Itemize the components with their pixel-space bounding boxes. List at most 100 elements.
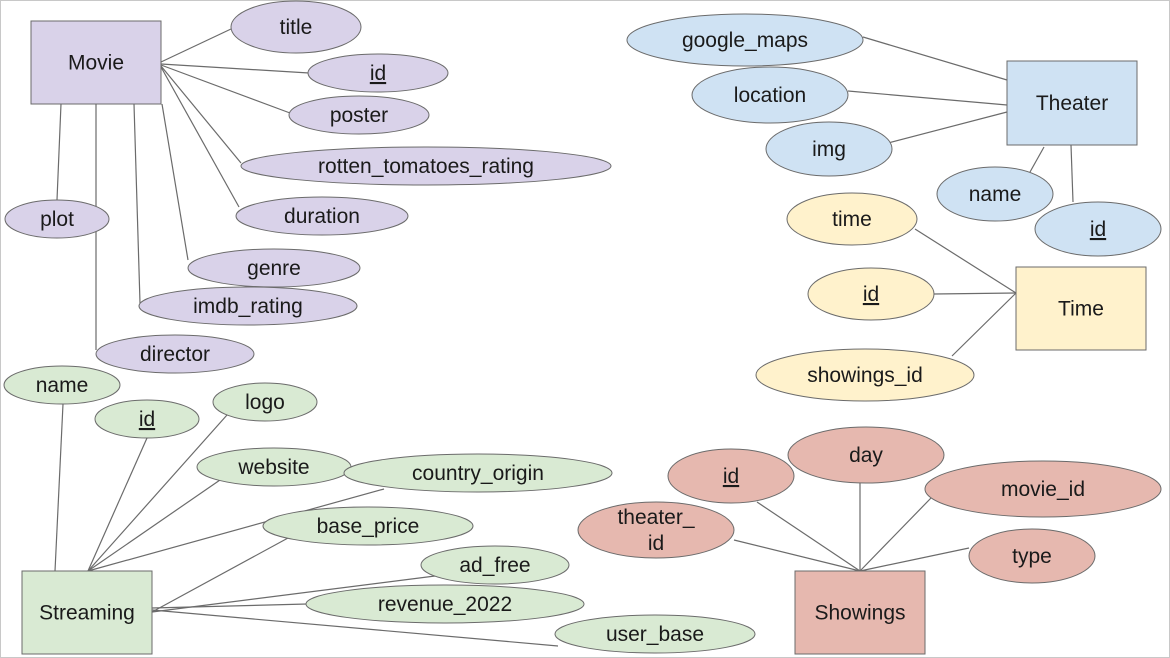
attribute-label-streaming-name: name	[36, 374, 89, 397]
edge-movie-poster	[160, 64, 291, 114]
edge-streaming-revenue-2022	[151, 603, 308, 609]
attribute-label-theater-location: location	[734, 84, 806, 107]
attribute-label-theater-google-maps: google_maps	[682, 29, 808, 52]
attribute-label-streaming-user-base: user_base	[606, 623, 704, 646]
attribute-showings-theater-id: theater_id	[577, 501, 735, 559]
attribute-shape-theater-img	[765, 121, 893, 177]
attribute-shape-streaming-base-price	[262, 506, 474, 546]
attribute-shape-streaming-id	[94, 399, 200, 439]
attribute-label-theater-img: img	[812, 138, 846, 161]
entity-label-movie: Movie	[68, 52, 124, 75]
attribute-movie-director: director	[95, 334, 255, 374]
attribute-label-showings-day: day	[849, 444, 883, 467]
attribute-label-showings-id: id	[723, 465, 739, 488]
attribute-shape-streaming-ad-free	[420, 545, 570, 585]
attribute-shape-showings-theater-id	[577, 501, 735, 559]
edge-theater-img	[887, 111, 1008, 144]
attribute-streaming-country-origin: country_origin	[343, 453, 613, 493]
edge-streaming-website	[87, 479, 221, 572]
edge-showings-movie-id	[859, 497, 932, 572]
edge-showings-theater-id	[733, 539, 861, 572]
attribute-shape-theater-name	[936, 166, 1054, 222]
attribute-streaming-ad-free: ad_free	[420, 545, 570, 585]
entity-box-showings	[794, 570, 926, 655]
attribute-label-theater-name: name	[969, 183, 1022, 206]
edge-movie-genre	[161, 103, 189, 261]
attribute-movie-plot: plot	[4, 199, 110, 239]
attribute-shape-movie-poster	[288, 95, 430, 135]
relationship-lines	[54, 28, 1074, 647]
edge-streaming-country-origin	[87, 488, 385, 572]
attribute-shape-movie-director	[95, 334, 255, 374]
edge-time-time	[914, 228, 1017, 294]
entity-box-movie	[30, 20, 162, 105]
attribute-showings-movie-id: movie_id	[924, 460, 1162, 518]
attribute-label-streaming-revenue-2022: revenue_2022	[378, 593, 512, 616]
attribute-shape-movie-title	[230, 0, 362, 54]
attribute-label-showings-theater-id-1: id	[648, 532, 664, 555]
edge-streaming-name	[54, 403, 64, 572]
edge-movie-rotten-tomatoes-rating	[160, 65, 242, 164]
attribute-shape-movie-imdb-rating	[138, 286, 358, 326]
attribute-label-movie-plot: plot	[40, 208, 74, 231]
attribute-shape-streaming-name	[3, 365, 121, 405]
attribute-label-time-id: id	[863, 283, 879, 306]
attribute-time-time: time	[786, 192, 918, 246]
edge-showings-type	[859, 547, 970, 572]
attribute-label-movie-poster: poster	[330, 104, 388, 127]
attribute-movie-genre: genre	[187, 248, 361, 288]
attribute-shape-showings-movie-id	[924, 460, 1162, 518]
entity-label-showings: Showings	[814, 602, 905, 625]
edge-theater-id	[1070, 144, 1074, 203]
attribute-label-showings-theater-id-0: theater_	[617, 506, 694, 529]
entity-label-streaming: Streaming	[39, 602, 135, 625]
attribute-shape-streaming-country-origin	[343, 453, 613, 493]
attribute-time-showings-id: showings_id	[755, 348, 975, 402]
attribute-showings-day: day	[787, 426, 945, 484]
attribute-shape-theater-google-maps	[626, 13, 864, 67]
attribute-shape-movie-id	[307, 53, 449, 93]
attribute-shape-streaming-revenue-2022	[305, 584, 585, 624]
attribute-shape-movie-plot	[4, 199, 110, 239]
edge-movie-plot	[56, 103, 62, 201]
attribute-movie-title: title	[230, 0, 362, 54]
attribute-shape-movie-duration	[235, 196, 409, 236]
attribute-streaming-logo: logo	[212, 382, 318, 422]
attribute-label-streaming-ad-free: ad_free	[459, 554, 530, 577]
attribute-streaming-name: name	[3, 365, 121, 405]
attribute-theater-location: location	[691, 66, 849, 124]
attribute-streaming-website: website	[196, 447, 352, 487]
attribute-shape-showings-type	[968, 528, 1096, 584]
edge-theater-location	[847, 90, 1008, 106]
attribute-movie-imdb-rating: imdb_rating	[138, 286, 358, 326]
entity-box-streaming	[21, 570, 153, 655]
attribute-shape-movie-rotten-tomatoes-rating	[240, 146, 612, 186]
attribute-label-time-time: time	[832, 208, 872, 231]
entity-label-time: Time	[1058, 298, 1104, 321]
attribute-theater-name: name	[936, 166, 1054, 222]
entity-time: Time	[1015, 266, 1147, 351]
attribute-showings-type: type	[968, 528, 1096, 584]
entity-label-theater: Theater	[1036, 92, 1108, 115]
attribute-label-movie-imdb-rating: imdb_rating	[193, 295, 303, 318]
edge-theater-google-maps	[862, 36, 1008, 81]
attribute-label-movie-genre: genre	[247, 257, 301, 280]
attribute-movie-duration: duration	[235, 196, 409, 236]
edge-streaming-base-price	[151, 537, 289, 613]
entity-box-time	[1015, 266, 1147, 351]
attribute-streaming-id: id	[94, 399, 200, 439]
attribute-label-movie-id: id	[370, 62, 386, 85]
attribute-shape-time-showings-id	[755, 348, 975, 402]
edge-streaming-id	[87, 437, 148, 572]
attribute-time-id: id	[807, 267, 935, 321]
attribute-label-movie-title: title	[280, 16, 313, 39]
edge-streaming-logo	[87, 414, 228, 572]
attribute-label-movie-rotten-tomatoes-rating: rotten_tomatoes_rating	[318, 155, 534, 178]
attribute-shape-streaming-user-base	[554, 614, 756, 654]
entity-theater: Theater	[1006, 60, 1138, 146]
attribute-shape-theater-id	[1034, 201, 1162, 257]
attribute-label-theater-id: id	[1090, 218, 1106, 241]
attribute-theater-img: img	[765, 121, 893, 177]
